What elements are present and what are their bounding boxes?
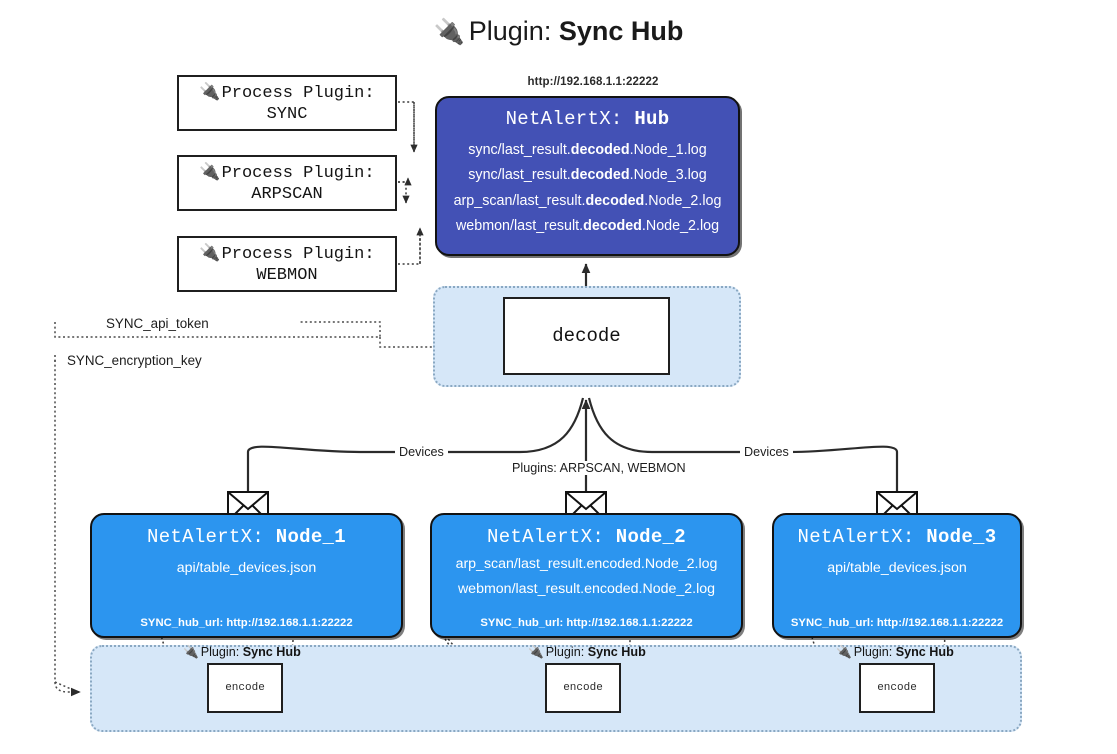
plug-icon: 🔌 <box>183 645 199 659</box>
process-plugin-name: WEBMON <box>256 266 318 285</box>
process-plugin-sync[interactable]: 🔌Process Plugin: SYNC <box>177 75 397 131</box>
process-plugin-label: Process Plugin: <box>221 83 375 103</box>
encode-box-2[interactable]: encode <box>545 663 621 713</box>
hub-log-4: webmon/last_result.decoded.Node_2.log <box>455 218 720 235</box>
node-card-node-3[interactable]: NetAlertX: Node_3 api/table_devices.json… <box>772 513 1022 638</box>
sync-encryption-key-label: SYNC_encryption_key <box>64 353 205 368</box>
process-plugin-arpscan[interactable]: 🔌Process Plugin: ARPSCAN <box>177 155 397 211</box>
page-title: 🔌Plugin: Sync Hub <box>0 16 1117 47</box>
hub-log-2: sync/last_result.decoded.Node_3.log <box>468 167 707 184</box>
devices-label-right: Devices <box>740 445 793 459</box>
process-plugin-label: Process Plugin: <box>221 244 375 264</box>
hub-header: NetAlertX: Hub <box>437 108 738 130</box>
hub-header-name: Hub <box>634 108 670 130</box>
node-file-list: arp_scan/last_result.encoded.Node_2.log … <box>432 552 741 602</box>
decode-box[interactable]: decode <box>503 297 670 375</box>
hub-header-prefix: NetAlertX: <box>505 108 623 130</box>
devices-label-left: Devices <box>395 445 448 459</box>
hub-url-label: http://192.168.1.1:22222 <box>527 76 659 88</box>
process-plugin-name: SYNC <box>266 105 308 124</box>
process-plugin-name: ARPSCAN <box>251 185 323 204</box>
node-header: NetAlertX: Node_2 <box>487 526 686 548</box>
node-file: arp_scan/last_result.encoded.Node_2.log <box>455 556 718 572</box>
plug-icon: 🔌 <box>836 645 852 659</box>
node-header: NetAlertX: Node_1 <box>147 526 346 548</box>
node-hub-url: SYNC_hub_url: http://192.168.1.1:22222 <box>140 617 353 629</box>
hub-log-3: arp_scan/last_result.decoded.Node_2.log <box>453 192 722 209</box>
plugins-label-center: Plugins: ARPSCAN, WEBMON <box>508 461 690 475</box>
encoder-plugin-label-3: 🔌Plugin: Sync Hub <box>836 645 954 659</box>
node-file: api/table_devices.json <box>176 560 317 576</box>
sync-api-token-label: SYNC_api_token <box>103 316 212 331</box>
node-hub-url: SYNC_hub_url: http://192.168.1.1:22222 <box>790 617 1004 629</box>
encode-box-3[interactable]: encode <box>859 663 935 713</box>
plug-icon: 🔌 <box>199 161 221 181</box>
node-file: webmon/last_result.encoded.Node_2.log <box>457 580 716 597</box>
node-header: NetAlertX: Node_3 <box>797 526 997 548</box>
plug-icon: 🔌 <box>433 18 465 46</box>
process-plugin-webmon[interactable]: 🔌Process Plugin: WEBMON <box>177 236 397 292</box>
encode-box-1[interactable]: encode <box>207 663 283 713</box>
title-name: Sync Hub <box>558 16 684 46</box>
node-file: api/table_devices.json <box>827 560 967 576</box>
node-card-node-1[interactable]: NetAlertX: Node_1 api/table_devices.json… <box>90 513 403 638</box>
plug-icon: 🔌 <box>199 81 221 101</box>
node-file-list: api/table_devices.json <box>774 556 1020 581</box>
encoder-plugin-label-2: 🔌Plugin: Sync Hub <box>528 645 646 659</box>
hub-node[interactable]: NetAlertX: Hub sync/last_result.decoded.… <box>435 96 740 256</box>
node-card-node-2[interactable]: NetAlertX: Node_2 arp_scan/last_result.e… <box>430 513 743 638</box>
hub-log-1: sync/last_result.decoded.Node_1.log <box>468 142 707 158</box>
process-plugin-label: Process Plugin: <box>221 163 375 183</box>
plug-icon: 🔌 <box>528 645 544 659</box>
plug-icon: 🔌 <box>199 242 221 262</box>
encoder-plugin-label-1: 🔌Plugin: Sync Hub <box>183 645 301 659</box>
title-prefix: Plugin: <box>468 16 552 46</box>
node-hub-url: SYNC_hub_url: http://192.168.1.1:22222 <box>480 617 693 629</box>
node-file-list: api/table_devices.json <box>92 556 401 581</box>
